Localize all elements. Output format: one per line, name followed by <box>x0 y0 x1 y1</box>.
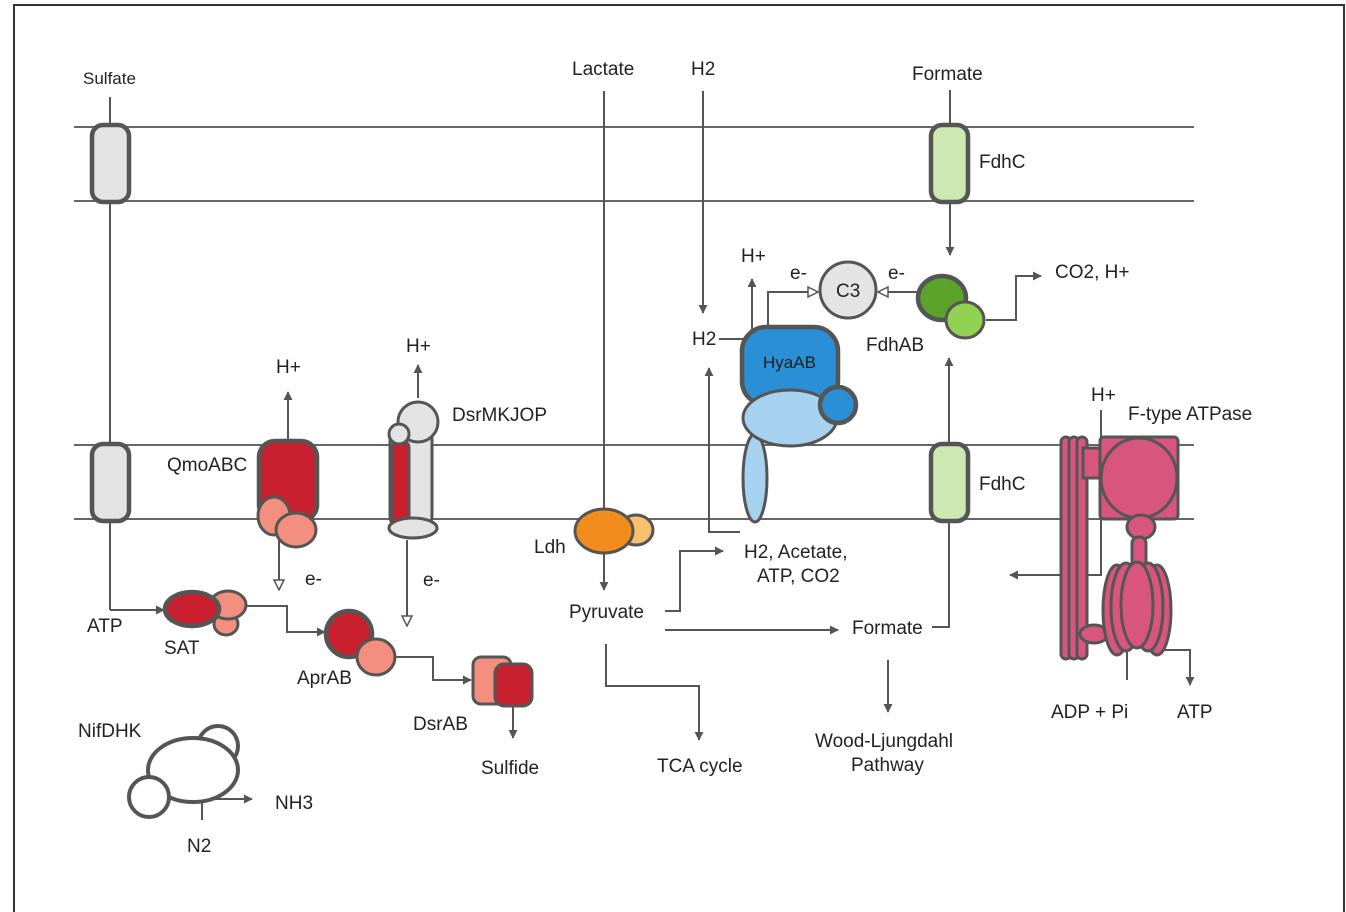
ldh-label: Ldh <box>534 537 566 558</box>
formate-mid-label: Formate <box>852 618 923 639</box>
h-plus-atpase-label: H+ <box>1091 385 1116 406</box>
aprab-label: AprAB <box>297 668 352 689</box>
h2-mid-label: H2 <box>692 329 716 350</box>
ftype-atpase-label: F-type ATPase <box>1128 404 1252 425</box>
n2-label: N2 <box>187 836 211 857</box>
qmoabc-label: QmoABC <box>167 455 247 476</box>
outer-membrane <box>74 126 1194 202</box>
h2-acetate-label-line1: H2, Acetate, <box>744 542 848 563</box>
dsrab-label: DsrAB <box>413 714 468 735</box>
tca-cycle-label: TCA cycle <box>657 756 743 777</box>
aprab-enzyme <box>323 608 397 677</box>
sulfate-transporter-inner <box>89 441 132 524</box>
h2-acetate-label-line2: ATP, CO2 <box>757 566 840 587</box>
ldh-enzyme <box>573 507 655 555</box>
fdhc-inner-transporter <box>928 441 971 524</box>
h-plus-qmo-label: H+ <box>276 357 301 378</box>
fdhc-outer-label: FdhC <box>979 152 1025 173</box>
atp-right-label: ATP <box>1177 702 1213 723</box>
fdhab-complex <box>915 273 986 340</box>
fdhc-outer-transporter <box>928 122 971 205</box>
e-minus-fdhab-label: e- <box>888 263 905 284</box>
h-plus-hyaab-label: H+ <box>741 246 766 267</box>
adp-pi-label: ADP + Pi <box>1051 702 1128 723</box>
nifdhk-complex <box>127 724 240 819</box>
pyruvate-label: Pyruvate <box>569 602 644 623</box>
dsrab-enzyme <box>471 655 534 708</box>
ftype-atpase-complex <box>1059 435 1180 661</box>
figure-frame <box>13 4 1345 912</box>
e-minus-dsr-label: e- <box>423 570 440 591</box>
nifdhk-label: NifDHK <box>78 721 142 742</box>
qmoabc-complex <box>256 438 320 549</box>
h-plus-dsrmkjop-label: H+ <box>406 336 431 357</box>
c3-cytochrome <box>818 260 878 320</box>
lactate-label: Lactate <box>572 59 634 80</box>
h2-top-label: H2 <box>691 59 715 80</box>
wood-ljungdahl-label-line2: Pathway <box>851 755 924 776</box>
nh3-label: NH3 <box>275 793 313 814</box>
dsrmkjop-label: DsrMKJOP <box>452 405 547 426</box>
fdhab-label: FdhAB <box>866 335 924 356</box>
sulfide-label: Sulfide <box>481 758 539 779</box>
sulfate-label: Sulfate <box>83 69 136 88</box>
atp-left-label: ATP <box>87 616 123 637</box>
fdhc-inner-label: FdhC <box>979 474 1025 495</box>
dsrmkjop-complex <box>387 400 440 540</box>
wood-ljungdahl-label-line1: Wood-Ljungdahl <box>815 731 953 752</box>
sat-label: SAT <box>164 638 200 659</box>
co2-h-label: CO2, H+ <box>1055 262 1129 283</box>
formate-top-label: Formate <box>912 64 983 85</box>
e-minus-qmo-label: e- <box>305 569 322 590</box>
e-minus-hyaab-label: e- <box>790 263 807 284</box>
sat-enzyme <box>162 589 248 637</box>
hyaab-label: HyaAB <box>763 353 816 372</box>
hyaab-complex <box>739 324 859 524</box>
c3-label: C3 <box>836 281 860 302</box>
sulfate-transporter-outer <box>89 122 132 205</box>
